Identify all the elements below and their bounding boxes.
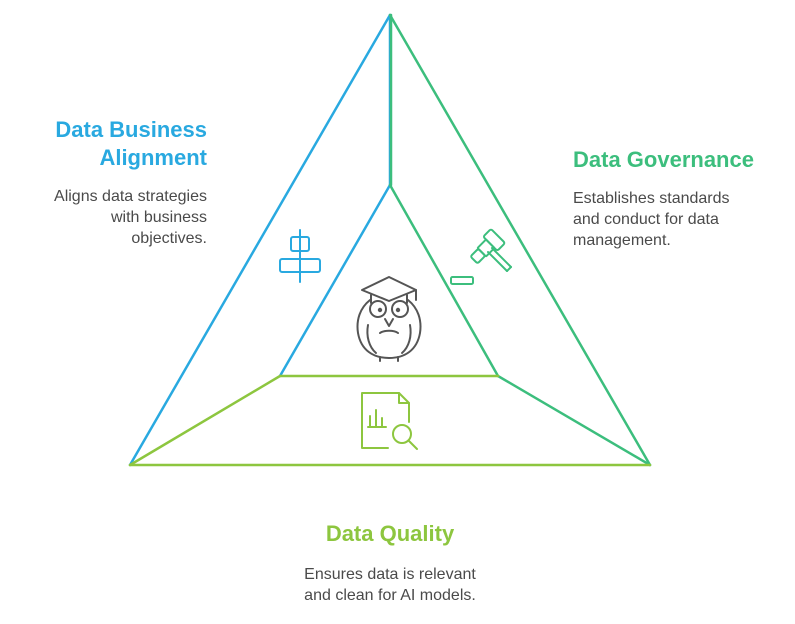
governance-face [388,13,652,467]
report-search-icon [361,392,418,450]
quality-description: Ensures data is relevant and clean for A… [304,566,476,604]
alignment-title: Data Business Alignment [55,117,207,170]
quality-title: Data Quality [325,521,455,546]
owl-graduate-icon [356,276,422,362]
governance-corner-edge [496,374,652,467]
governance-label-block: Data Governance Establishes standards an… [573,146,783,251]
gavel-icon [450,228,512,285]
governance-title: Data Governance [573,147,754,172]
alignment-label-block: Data Business Alignment Aligns data stra… [0,116,207,249]
quality-left-edge [128,374,282,467]
governance-description: Establishes standards and conduct for da… [573,190,730,249]
quality-label-block: Data Quality Ensures data is relevant an… [240,520,540,606]
governance-outer-edge [388,13,652,467]
quality-face [128,374,652,467]
align-vertical-center-icon [279,229,321,283]
alignment-description: Aligns data strategies with business obj… [54,188,207,247]
alignment-inner-edge [278,183,392,378]
governance-inner-edge [388,183,500,378]
alignment-outer-edge [128,13,392,467]
